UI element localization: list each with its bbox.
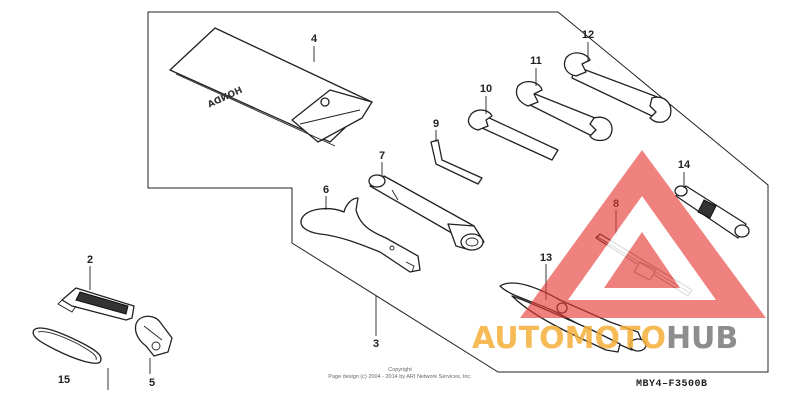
toolkit-boundary [147, 11, 769, 373]
watermark-auto: AUTOMOTOHUB [472, 321, 738, 356]
watermark: AUTOMOTOHUB [472, 150, 766, 356]
callout-11: 11 [530, 55, 542, 67]
callout-2: 2 [87, 254, 93, 266]
band-15 [32, 327, 102, 364]
callout-14: 14 [678, 159, 691, 171]
watermark-triangle-core [604, 232, 680, 288]
wrench-10 [467, 109, 559, 161]
extension-bar-14 [674, 185, 750, 239]
hex-key-9 [430, 139, 483, 185]
callout-15: 15 [58, 374, 70, 386]
callout-3: 3 [373, 338, 379, 350]
copyright-line-2: Page design (c) 2004 - 2014 by ARI Netwo… [328, 374, 472, 380]
callout-12: 12 [582, 29, 594, 41]
callout-10: 10 [480, 83, 492, 95]
wrench-12 [563, 52, 672, 123]
copyright-line-1: Copyright [388, 367, 412, 373]
wrench-11 [515, 80, 613, 142]
callout-7: 7 [379, 150, 385, 162]
callout-5: 5 [149, 377, 155, 389]
holder-5 [134, 315, 173, 357]
strap-2 [57, 287, 135, 321]
box-spanner-7 [368, 174, 485, 251]
callout-6: 6 [323, 184, 329, 196]
diagram-code: MBY4–F3500B [636, 379, 708, 390]
callout-9: 9 [433, 118, 439, 130]
pin-spanner-6 [300, 197, 421, 273]
callout-4: 4 [311, 33, 318, 45]
tool-pouch: HONDA [169, 27, 373, 147]
callout-13: 13 [540, 252, 552, 264]
